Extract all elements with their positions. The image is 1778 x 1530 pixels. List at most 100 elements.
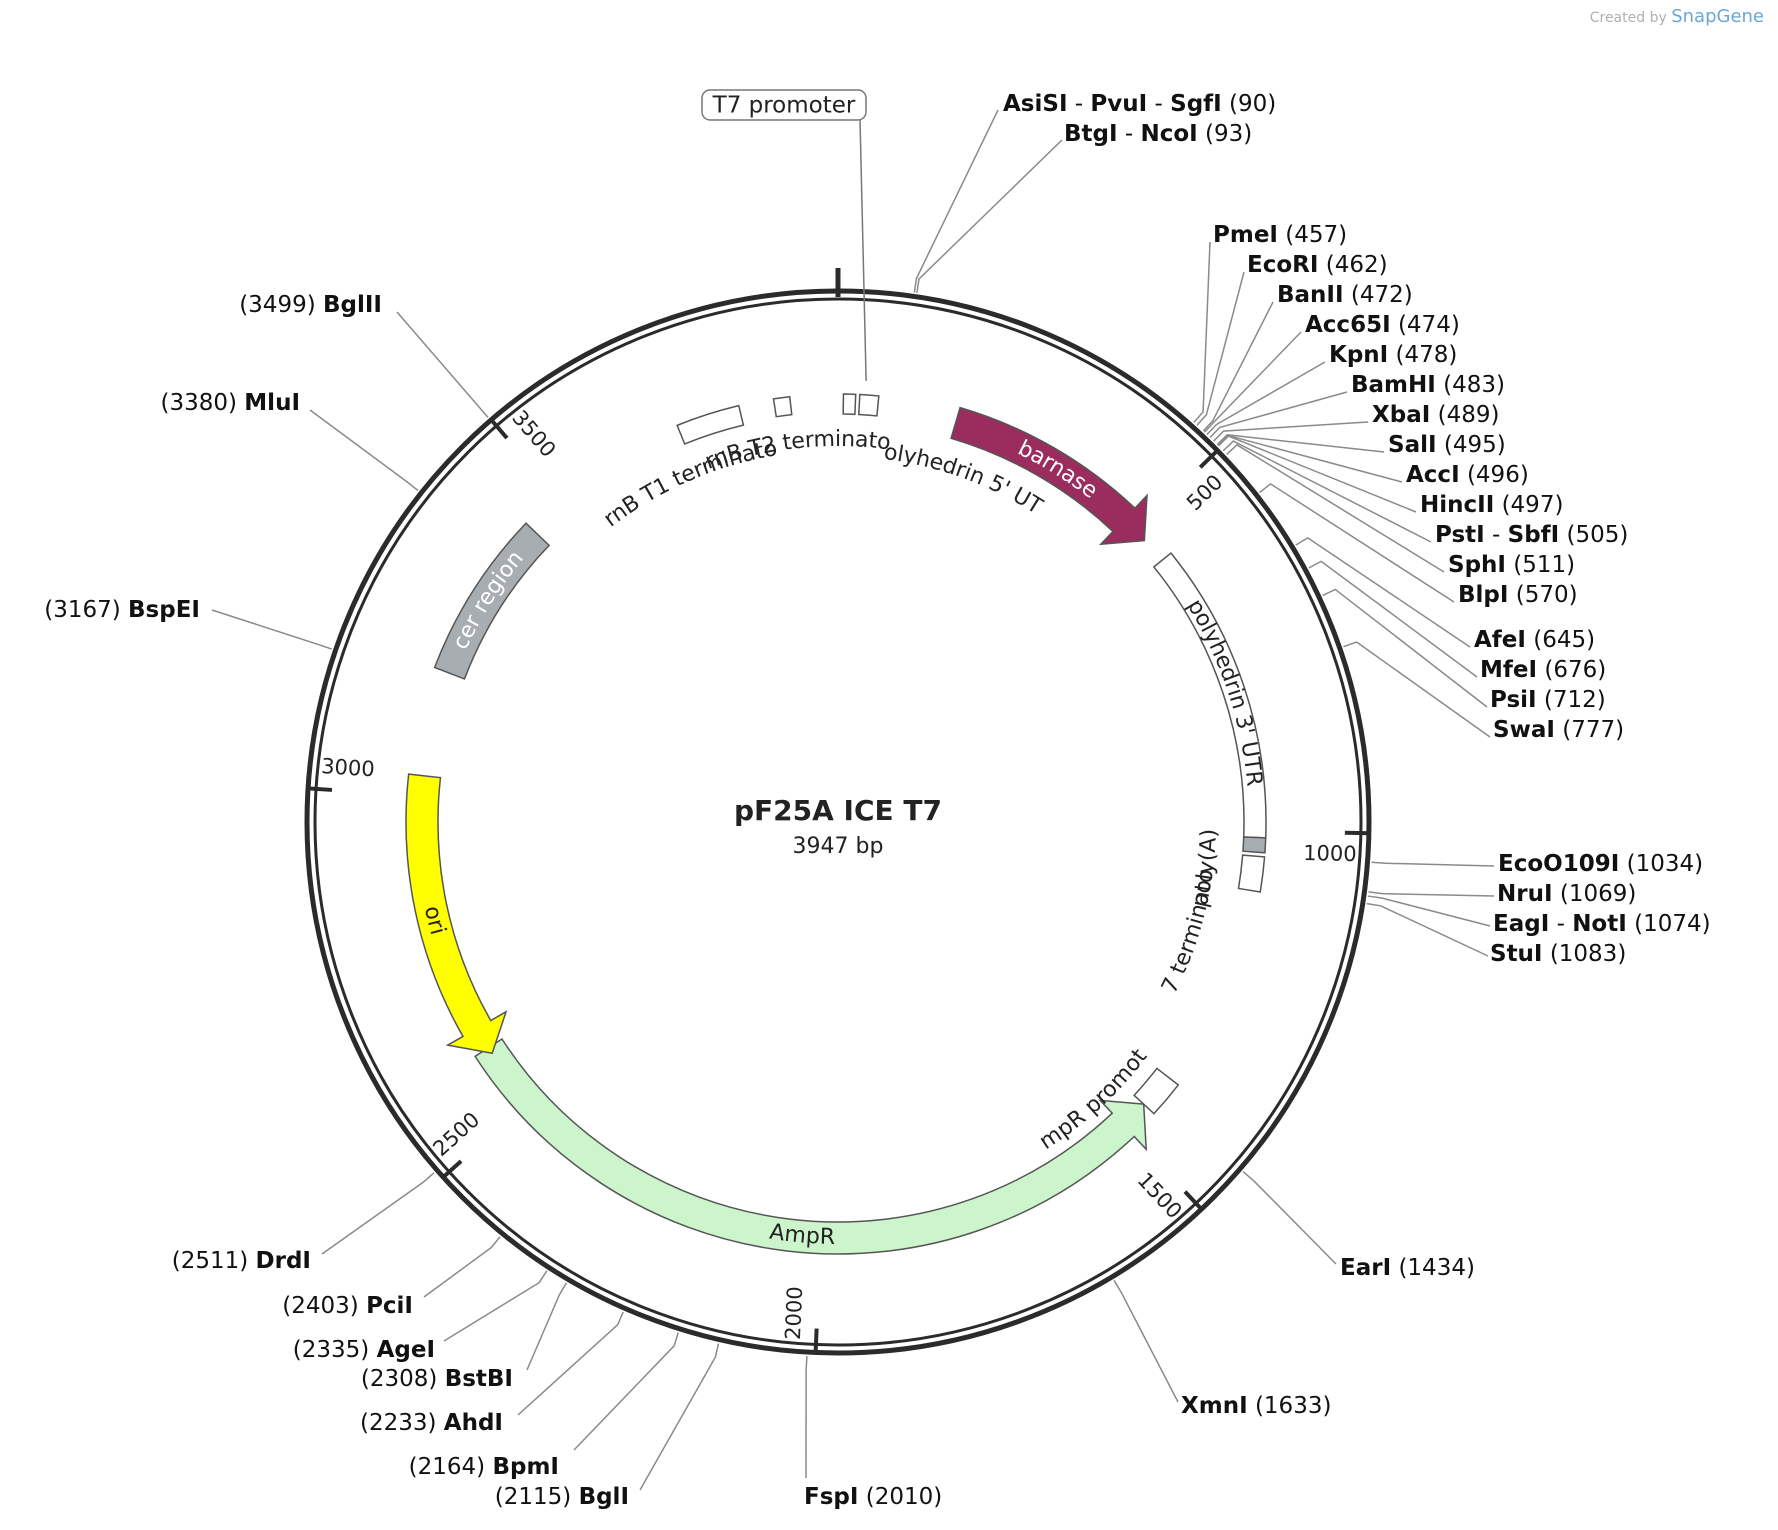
site-leader-stui (1366, 902, 1489, 957)
site-separator (1278, 222, 1285, 248)
feature-cer-region-label: cer region (448, 546, 528, 653)
site-label-bamhi: BamHI (483) (1351, 372, 1505, 398)
site-leader-swai (1343, 641, 1491, 738)
tick-2500 (441, 1159, 463, 1179)
tick-label-500: 500 (1182, 470, 1227, 515)
site-separator (1627, 911, 1634, 937)
site-label-ecori: EcoRI (462) (1247, 252, 1388, 278)
enzyme-name: PstI (1435, 522, 1485, 548)
t7-promoter-leader (859, 119, 867, 381)
site-separator (1430, 402, 1437, 428)
site-position: (2308) (361, 1366, 437, 1392)
enzyme-name: NotI (1572, 911, 1627, 937)
tick-1500 (1183, 1190, 1203, 1211)
site-position: (2233) (360, 1410, 436, 1436)
site-label-banii: BanII (472) (1277, 282, 1413, 308)
site-position: (2164) (409, 1454, 485, 1480)
t7-promoter-label: T7 promoter (712, 93, 856, 119)
rrnb-t2-terminator-box (772, 395, 793, 418)
tick-3500 (489, 418, 509, 440)
enzyme-name: SgfI (1170, 91, 1222, 117)
site-position: (2403) (282, 1293, 358, 1319)
tick-3000 (307, 786, 333, 792)
enzyme-name: PvuI (1090, 91, 1147, 117)
site-position: (511) (1513, 552, 1575, 578)
site-separator (485, 1454, 492, 1480)
site-position: (676) (1544, 657, 1606, 683)
feature-cer-region-label-text: cer region (448, 546, 528, 653)
site-position: (1434) (1398, 1255, 1474, 1281)
tick-label-3500: 3500 (507, 406, 560, 462)
site-label-bgli: (2115) BglI (495, 1484, 629, 1510)
site-position: (777) (1562, 717, 1624, 743)
site-leader-psti (1222, 440, 1432, 543)
enzyme-name: PmeI (1213, 222, 1278, 248)
site-position: (3380) (161, 390, 237, 416)
site-leader-eagi (1367, 895, 1491, 927)
site-label-bglii: (3499) BglII (239, 292, 382, 318)
tick-2000 (813, 1328, 819, 1353)
site-label-ecoo109i: EcoO109I (1034) (1498, 851, 1703, 877)
enzyme-name: HincII (1420, 492, 1494, 518)
site-leader-bpmi (573, 1332, 679, 1451)
enzyme-name: BlpI (1458, 582, 1508, 608)
site-position: (478) (1396, 342, 1458, 368)
site-label-bstbi: (2308) BstBI (361, 1366, 513, 1392)
site-separator (1436, 372, 1443, 398)
site-separator: - (1485, 522, 1508, 548)
tick-label-2500: 2500 (428, 1107, 484, 1161)
tick-label-1000: 1000 (1303, 841, 1357, 866)
site-leader-bamhi (1209, 391, 1348, 439)
site-leader-asisi (913, 109, 999, 293)
enzyme-name: MluI (244, 390, 300, 416)
site-position: (505) (1567, 522, 1629, 548)
site-leader-xmni (1113, 1279, 1179, 1403)
site-leader-xbai (1213, 421, 1369, 442)
enzyme-name: SphI (1448, 552, 1506, 578)
site-position: (495) (1444, 432, 1506, 458)
enzyme-name: EarI (1340, 1255, 1391, 1281)
site-label-psti: PstI - SbfI (505) (1435, 522, 1628, 548)
site-label-bpmi: (2164) BpmI (409, 1454, 559, 1480)
site-position: (1074) (1634, 911, 1710, 937)
site-label-pcii: (2403) PciI (282, 1293, 413, 1319)
site-position: (2010) (866, 1484, 942, 1510)
site-position: (457) (1285, 222, 1347, 248)
polyhedrin-5-utr-box-a (842, 393, 857, 416)
feature-barnase (950, 406, 1148, 546)
tick-label-1500: 1500 (1133, 1168, 1187, 1223)
enzyme-name: PciI (366, 1293, 413, 1319)
site-leader-sali (1216, 434, 1385, 453)
site-position: (570) (1516, 582, 1578, 608)
site-separator: - (1147, 91, 1170, 117)
site-leader-bstbi (526, 1282, 568, 1371)
feature-polyhedrin-3-utr-label-text: polyhedrin 3' UTR (1182, 595, 1267, 787)
site-label-asisi: AsiSI - PvuI - SgfI (90) (1003, 91, 1276, 117)
site-leader-agei (443, 1270, 548, 1342)
enzyme-name: BglI (579, 1484, 629, 1510)
site-separator (237, 390, 244, 416)
enzyme-name: AsiSI (1003, 91, 1068, 117)
site-separator (1555, 717, 1562, 743)
ampr-promoter-box (1133, 1067, 1180, 1115)
enzyme-name: DrdI (256, 1248, 311, 1274)
enzyme-name: BpmI (492, 1454, 559, 1480)
enzyme-name: StuI (1490, 941, 1543, 967)
tick-1000 (1344, 830, 1369, 836)
enzyme-name: AccI (1406, 462, 1460, 488)
site-leader-bspei (211, 609, 332, 650)
site-label-bspei: (3167) BspEI (44, 597, 200, 623)
site-separator (1222, 91, 1229, 117)
site-separator (1248, 1393, 1255, 1419)
feature-cer-region (433, 522, 551, 680)
tick-500 (1198, 449, 1219, 469)
site-label-kpni: KpnI (478) (1329, 342, 1457, 368)
site-separator: - (1068, 91, 1091, 117)
backbone-inner-strand (313, 297, 1363, 1347)
site-position: (1034) (1627, 851, 1703, 877)
site-label-mfei: MfeI (676) (1480, 657, 1606, 683)
site-separator (1537, 657, 1544, 683)
rrnb-t1-terminator-box (676, 404, 745, 445)
site-leader-acci (1217, 434, 1403, 483)
